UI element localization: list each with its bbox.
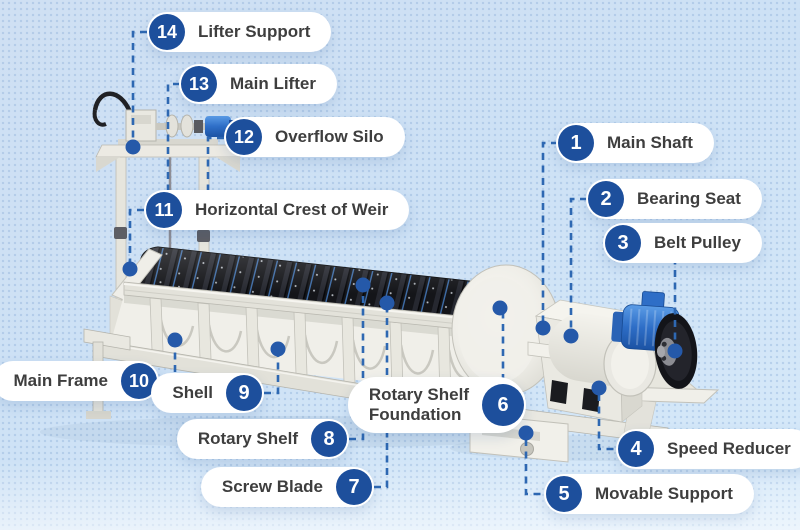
part-number-1: 1 [558,125,594,161]
part-pill-4: 4 Speed Reducer [616,429,800,469]
part-label-13: Main Lifter [230,74,316,93]
part-number-13: 13 [181,66,217,102]
endpoint-dot-3 [667,343,683,359]
part-label-11: Horizontal Crest of Weir [195,200,389,219]
part-pill-14: 14 Lifter Support [147,12,332,52]
part-number-2: 2 [588,181,624,217]
part-number-4: 4 [618,431,654,467]
part-number-11: 11 [146,192,182,228]
leader-line-13 [166,82,180,206]
part-number-3: 3 [605,225,641,261]
part-pill-11: 11 Horizontal Crest of Weir [144,190,410,230]
part-label-9: Shell [172,383,213,402]
part-label-2: Bearing Seat [637,189,741,208]
part-label-6: Rotary Shelf Foundation [368,384,469,424]
part-pill-3: 3 Belt Pulley [603,223,762,263]
part-pill-10: Main Frame 10 [0,361,159,401]
part-number-9: 9 [226,375,262,411]
part-pill-8: Rotary Shelf 8 [176,419,349,459]
part-label-7: Screw Blade [221,477,323,496]
part-number-10: 10 [121,363,157,399]
part-number-5: 5 [546,476,582,512]
endpoint-dot-10 [167,332,183,348]
part-label-1: Main Shaft [607,133,693,152]
endpoint-dot-5 [518,425,534,441]
endpoint-dot-14 [125,139,141,155]
part-number-7: 7 [336,469,372,505]
endpoint-dot-11 [122,261,138,277]
leader-line-2 [569,197,587,330]
part-pill-12: 12 Overflow Silo [224,117,405,157]
leader-line-1 [541,141,558,322]
endpoint-dot-6 [492,300,508,316]
leader-line-11 [128,208,144,263]
endpoint-dot-9 [270,341,286,357]
leader-line-7 [374,309,389,489]
part-label-3: Belt Pulley [654,233,741,252]
part-label-14: Lifter Support [198,22,311,41]
part-label-8: Rotary Shelf [197,429,298,448]
leader-line-9 [264,355,280,395]
leader-line-5 [524,439,543,496]
part-label-10: Main Frame [13,371,108,390]
leader-line-12 [206,136,224,210]
endpoint-dot-4 [591,380,607,396]
part-pill-5: 5 Movable Support [544,474,754,514]
part-pill-1: 1 Main Shaft [556,123,714,163]
part-number-8: 8 [311,421,347,457]
part-number-12: 12 [226,119,262,155]
part-number-14: 14 [149,14,185,50]
part-pill-6: Rotary Shelf Foundation 6 [347,377,526,433]
part-label-12: Overflow Silo [275,127,384,146]
leader-line-14 [131,30,147,141]
part-label-5: Movable Support [595,484,733,503]
leader-line-8 [349,291,365,441]
part-pill-13: 13 Main Lifter [179,64,337,104]
part-pill-2: 2 Bearing Seat [586,179,762,219]
part-pill-9: Shell 9 [151,373,264,413]
part-number-6: 6 [482,384,524,426]
leader-line-4 [597,394,615,451]
endpoint-dot-7 [379,295,395,311]
part-label-4: Speed Reducer [667,439,791,458]
endpoint-dot-1 [535,320,551,336]
part-pill-7: Screw Blade 7 [200,467,374,507]
endpoint-dot-2 [563,328,579,344]
endpoint-dot-8 [355,277,371,293]
